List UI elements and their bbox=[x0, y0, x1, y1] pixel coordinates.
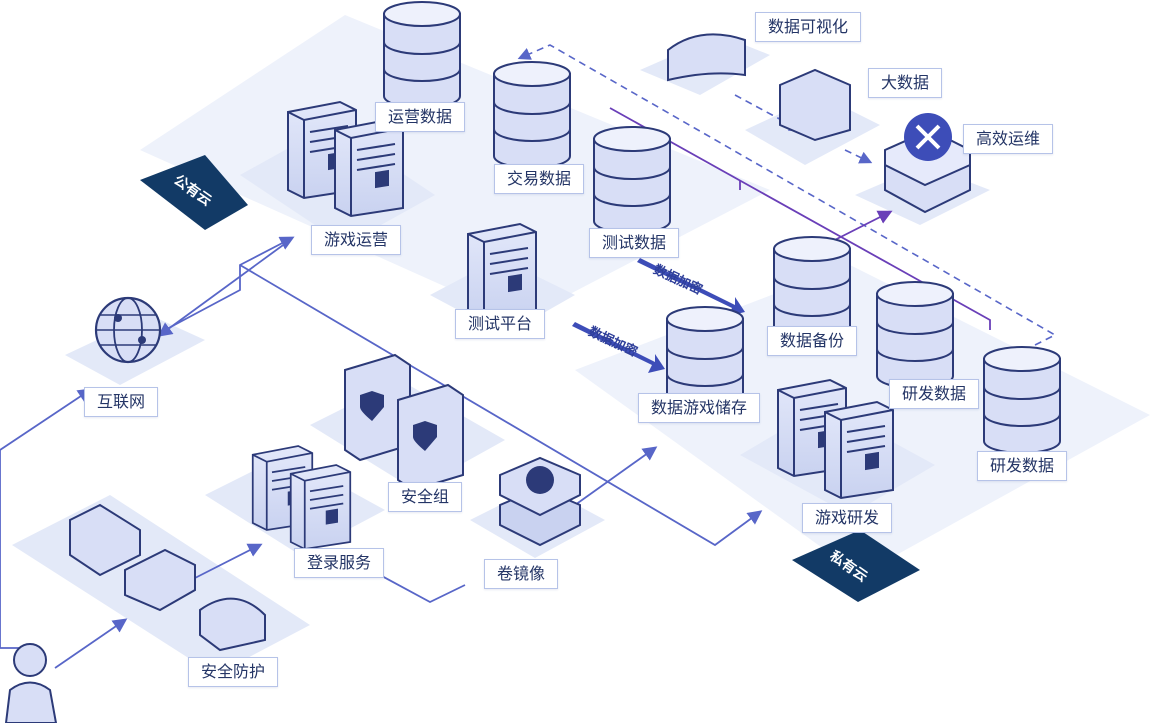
zone-tag-public bbox=[140, 155, 248, 230]
encrypt-arrow-1 bbox=[637, 258, 745, 316]
label-test-platform: 测试平台 bbox=[455, 309, 546, 339]
label-game-data-storage: 数据游戏储存 bbox=[638, 393, 761, 423]
bigdata-icon bbox=[779, 68, 851, 142]
label-ops-data: 运营数据 bbox=[375, 102, 466, 132]
link-gameops-back bbox=[157, 239, 291, 337]
label-volume-image: 卷镜像 bbox=[484, 559, 559, 589]
label-data-backup: 数据备份 bbox=[767, 326, 858, 356]
protection-icons bbox=[69, 503, 266, 652]
label-trade-data: 交易数据 bbox=[494, 164, 585, 194]
user-icon bbox=[4, 643, 58, 723]
encrypt-arrow-2 bbox=[572, 322, 665, 373]
link-user-protection bbox=[54, 618, 128, 669]
label-data-viz: 数据可视化 bbox=[755, 12, 862, 42]
globe-icon bbox=[94, 296, 162, 364]
label-rnd-data-1: 研发数据 bbox=[889, 379, 980, 409]
link-protection-login bbox=[194, 543, 263, 579]
label-game-ops: 游戏运营 bbox=[311, 225, 402, 255]
link-login-image bbox=[379, 574, 466, 604]
link-image-storage bbox=[574, 446, 658, 506]
volume-image-icon bbox=[499, 456, 581, 547]
link-user-internet bbox=[0, 388, 93, 649]
zone-tag-private bbox=[792, 530, 920, 602]
chart-panel-icon bbox=[667, 33, 746, 82]
label-internet: 互联网 bbox=[84, 387, 159, 417]
label-efficient-ops: 高效运维 bbox=[963, 124, 1054, 154]
label-security-group: 安全组 bbox=[388, 482, 463, 512]
shield-server-icon bbox=[344, 353, 464, 492]
label-big-data: 大数据 bbox=[868, 68, 943, 98]
label-game-rnd: 游戏研发 bbox=[802, 503, 893, 533]
lock-icon bbox=[124, 548, 196, 612]
label-security-protection: 安全防护 bbox=[188, 657, 279, 687]
encrypt-arrows bbox=[572, 258, 745, 373]
label-login-service: 登录服务 bbox=[294, 548, 385, 578]
label-test-data: 测试数据 bbox=[589, 228, 680, 258]
tools-icon bbox=[884, 113, 971, 214]
shield-arc-icon bbox=[199, 597, 266, 652]
label-rnd-data-2: 研发数据 bbox=[977, 451, 1068, 481]
